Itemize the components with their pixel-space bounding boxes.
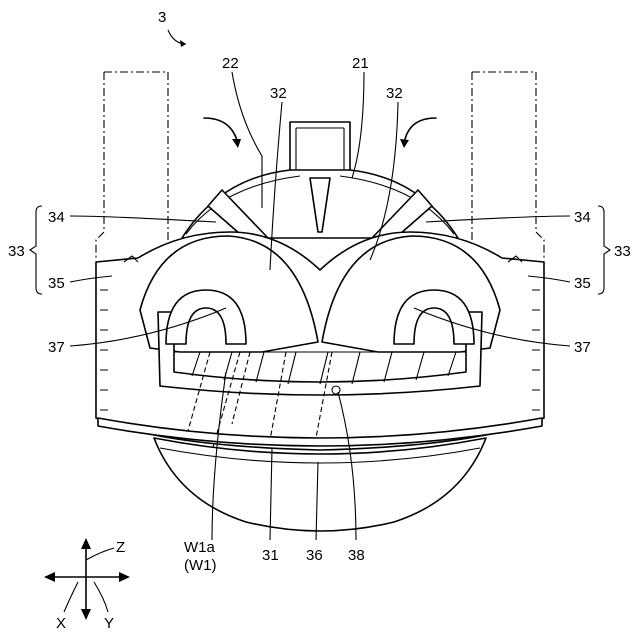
label-31: 31 <box>262 547 279 564</box>
z-leader <box>86 548 114 560</box>
label-33-right: 33 <box>614 243 631 260</box>
label-32-left: 32 <box>270 85 287 102</box>
label-32-right: 32 <box>386 85 403 102</box>
label-22: 22 <box>222 55 239 72</box>
axis-label-y: Y <box>104 615 114 632</box>
figure-number-arrowhead <box>180 40 186 47</box>
figure-number: 3 <box>158 9 166 26</box>
label-35-right: 35 <box>574 275 591 292</box>
label-35-left: 35 <box>48 275 65 292</box>
figure-number-arrow <box>168 30 186 44</box>
label-34-right: 34 <box>574 209 591 226</box>
label-w1: (W1) <box>184 557 217 574</box>
leader-34-right <box>426 216 570 222</box>
leader-21 <box>352 72 364 178</box>
label-w1a: W1a <box>184 539 216 556</box>
leader-34-left <box>70 216 216 222</box>
label-21: 21 <box>352 55 369 72</box>
label-34-left: 34 <box>48 209 65 226</box>
bracket-33-right <box>598 206 610 294</box>
y-leader <box>94 582 108 612</box>
airflow-arrowhead-left <box>232 139 241 148</box>
label-33-left: 33 <box>8 243 25 260</box>
bracket-33-left <box>30 206 42 294</box>
axis-label-x: X <box>56 615 66 632</box>
y-arrowhead-icon <box>81 609 91 620</box>
label-36: 36 <box>306 547 323 564</box>
bottom-bowl <box>154 438 486 531</box>
label-38: 38 <box>348 547 365 564</box>
label-37-right: 37 <box>574 339 591 356</box>
label-37-left: 37 <box>48 339 65 356</box>
airflow-arrowhead-right <box>400 139 409 148</box>
x-arrowhead-right-icon <box>119 572 130 582</box>
z-arrowhead-icon <box>81 538 91 549</box>
axis-label-z: Z <box>116 539 125 556</box>
axis-lines <box>50 548 124 612</box>
x-leader <box>64 582 78 612</box>
x-arrowhead-left-icon <box>44 572 55 582</box>
